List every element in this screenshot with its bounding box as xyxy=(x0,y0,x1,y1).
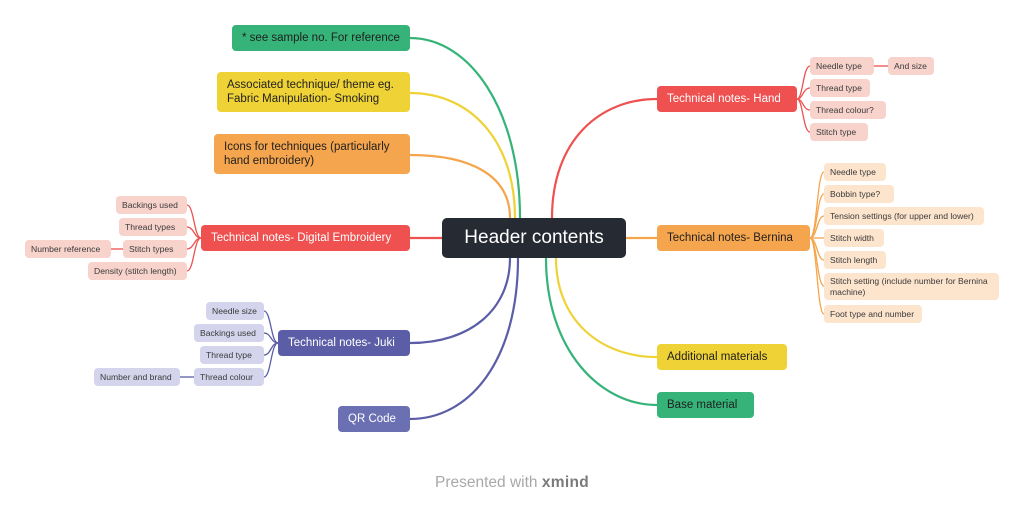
bernina-sub-links xyxy=(809,171,825,315)
digital-item-backings-used[interactable]: Backings used xyxy=(116,196,187,214)
juki-item-thread-colour[interactable]: Thread colour xyxy=(194,368,264,386)
bernina-item-stitch-length[interactable]: Stitch length xyxy=(824,251,886,269)
hand-item-thread-colour[interactable]: Thread colour? xyxy=(810,101,886,119)
hand-sub-links xyxy=(796,65,888,133)
link-hand xyxy=(550,97,658,219)
topic-associated-technique[interactable]: Associated technique/ theme eg. Fabric M… xyxy=(217,72,410,112)
topic-digital-embroidery[interactable]: Technical notes- Digital Embroidery xyxy=(201,225,410,251)
hand-item-needle-type[interactable]: Needle type xyxy=(810,57,874,75)
xmind-logo: xmind xyxy=(541,474,589,491)
footer-credit: Presented with xmind xyxy=(0,474,1024,492)
bernina-item-needle-type[interactable]: Needle type xyxy=(824,163,886,181)
bernina-item-stitch-width[interactable]: Stitch width xyxy=(824,229,884,247)
link-additional xyxy=(554,257,658,359)
topic-technical-notes-hand[interactable]: Technical notes- Hand xyxy=(657,86,797,112)
juki-item-needle-size[interactable]: Needle size xyxy=(206,302,264,320)
juki-item-thread-type[interactable]: Thread type xyxy=(200,346,264,364)
digital-item-density[interactable]: Density (stitch length) xyxy=(88,262,187,280)
topic-sample-reference[interactable]: * see sample no. For reference xyxy=(232,25,410,51)
link-icons xyxy=(409,153,512,219)
topic-base-material[interactable]: Base material xyxy=(657,392,754,418)
footer-prefix: Presented with xyxy=(435,474,538,491)
bernina-item-foot-type[interactable]: Foot type and number xyxy=(824,305,922,323)
juki-item-number-and-brand[interactable]: Number and brand xyxy=(94,368,180,386)
digital-sub-links xyxy=(111,204,202,272)
digital-item-thread-types[interactable]: Thread types xyxy=(119,218,187,236)
bernina-item-tension-settings[interactable]: Tension settings (for upper and lower) xyxy=(824,207,984,225)
topic-technical-notes-bernina[interactable]: Technical notes- Bernina xyxy=(657,225,810,251)
topic-qr-code[interactable]: QR Code xyxy=(338,406,410,432)
hand-item-thread-type[interactable]: Thread type xyxy=(810,79,870,97)
link-base xyxy=(544,257,658,407)
topic-juki[interactable]: Technical notes- Juki xyxy=(278,330,410,356)
topic-icons-for-techniques[interactable]: Icons for techniques (particularly hand … xyxy=(214,134,410,174)
digital-item-number-reference[interactable]: Number reference xyxy=(25,240,111,258)
bernina-item-stitch-setting[interactable]: Stitch setting (include number for Berni… xyxy=(824,273,999,300)
central-topic[interactable]: Header contents xyxy=(442,218,626,258)
bernina-item-bobbin-type[interactable]: Bobbin type? xyxy=(824,185,894,203)
juki-sub-links xyxy=(180,310,279,378)
link-juki xyxy=(409,257,512,345)
juki-item-backings-used[interactable]: Backings used xyxy=(194,324,264,342)
link-associated xyxy=(409,91,517,219)
hand-item-and-size[interactable]: And size xyxy=(888,57,934,75)
link-sample-ref xyxy=(409,36,522,219)
digital-item-stitch-types[interactable]: Stitch types xyxy=(123,240,187,258)
link-qr xyxy=(409,257,520,421)
hand-item-stitch-type[interactable]: Stitch type xyxy=(810,123,868,141)
topic-additional-materials[interactable]: Additional materials xyxy=(657,344,787,370)
